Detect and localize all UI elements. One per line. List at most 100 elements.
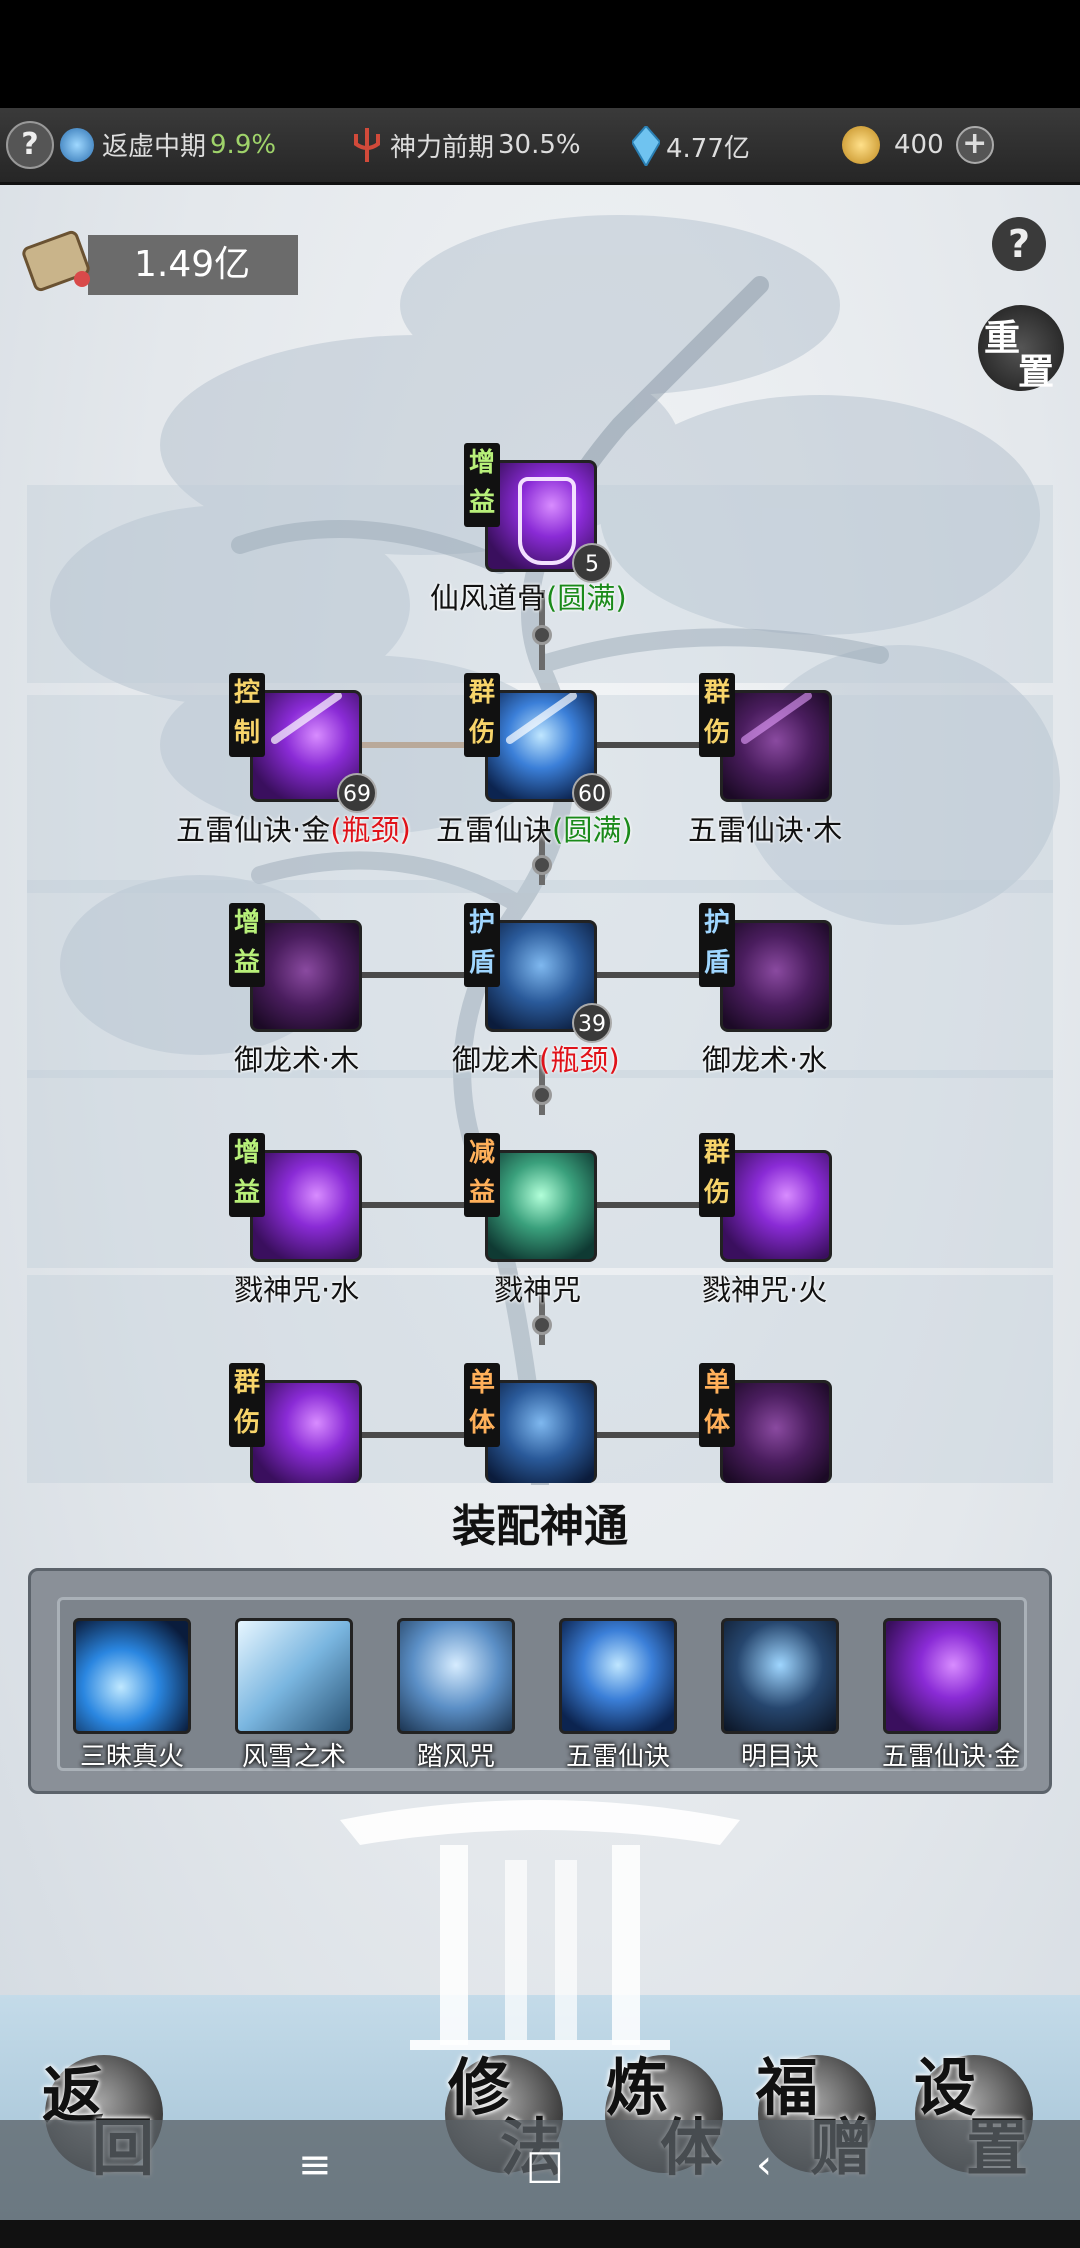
power-label: 神力前期 [390,132,495,163]
skill-node-row5-left[interactable] [250,1380,362,1483]
connector [360,1432,490,1438]
equip-slot[interactable]: 五雷仙诀 [558,1618,678,1773]
skill-tag: 控制 [229,673,265,757]
skill-tag: 减益 [464,1133,500,1217]
skill-label: 御龙术·水 [702,1037,827,1079]
menu-icon[interactable]: ≡ [298,2142,332,2188]
skill-tag: 群伤 [699,673,735,757]
main-area: 1.49亿 ? 重 置 增益 5 仙风道骨(圆满) 控制 69 五雷仙诀·金(瓶… [0,185,1080,2220]
nav-back-icon[interactable]: ‹ [756,2142,772,2188]
home-icon[interactable]: □ [526,2142,564,2188]
skill-node-yulong-shui[interactable] [720,920,832,1032]
skill-node-lushen-huo[interactable] [720,1150,832,1262]
skill-node-lushen-shui[interactable] [250,1150,362,1262]
equip-slots: 三昧真火 风雪之术 踏风咒 五雷仙诀 明目诀 五雷仙诀·金 [57,1597,1027,1773]
equip-slot-label: 五雷仙诀 [565,1742,670,1772]
equip-slot[interactable]: 三昧真火 [72,1618,192,1773]
trident-icon [354,128,380,162]
lightning-icon [503,693,579,746]
skill-level-badge: 60 [572,773,612,813]
skill-name: 仙风道骨 [430,581,547,615]
skill-status: (圆满) [552,813,633,847]
skill-label: 戮神咒 [494,1267,581,1309]
equip-slot[interactable]: 明目诀 [720,1618,840,1773]
reset-button[interactable]: 重 置 [978,305,1064,393]
skill-tag: 单体 [699,1363,735,1447]
equip-slot-label: 风雪之术 [241,1742,346,1772]
skill-tag: 增益 [229,903,265,987]
skill-tag: 护盾 [464,903,500,987]
gate-scenery [340,1800,740,2050]
connector [594,1202,722,1208]
skill-tag: 单体 [464,1363,500,1447]
settings-char-1: 设 [914,2051,977,2124]
reset-char-2: 置 [1018,351,1055,393]
skill-status: (圆满) [546,581,627,615]
add-coin-button[interactable]: + [955,126,994,164]
crystal-stat: 4.77亿 [632,126,750,166]
equip-slot[interactable]: 风雪之术 [234,1618,354,1773]
skill-tag: 护盾 [699,903,735,987]
shield-icon [518,477,576,565]
skill-label: 五雷仙诀·金(瓶颈) [176,807,411,849]
connector [360,742,490,748]
skill-name: 五雷仙诀 [436,813,553,847]
fireball-icon [73,1618,191,1734]
yin-yang-icon [60,127,94,162]
cultivate-char-1: 修 [448,2051,511,2124]
connector-knot [532,1315,552,1335]
connector [594,972,722,978]
equip-slot[interactable]: 踏风咒 [396,1618,516,1773]
skill-tag: 群伤 [464,673,500,757]
skill-name: 戮神咒·火 [702,1273,828,1307]
crystal-value: 4.77亿 [666,133,750,164]
skill-level-badge: 39 [572,1003,612,1043]
skill-node-xianfeng-daogu[interactable] [485,460,597,572]
back-char-1: 返 [42,2059,105,2132]
skill-tag: 增益 [229,1133,265,1217]
scroll-resource: 1.49亿 [18,230,298,295]
skill-node-lushen[interactable] [485,1150,597,1262]
skill-label: 五雷仙诀·木 [688,807,842,849]
coin-stat: 400 + [842,126,994,164]
skill-name: 御龙术·木 [234,1043,360,1077]
skill-name: 御龙术·水 [702,1043,828,1077]
equip-slot-label: 踏风咒 [416,1742,495,1772]
skill-node-row5-center[interactable] [485,1380,597,1483]
skill-tag: 群伤 [699,1133,735,1217]
gift-char-1: 福 [756,2051,819,2124]
connector [594,1432,722,1438]
help-button[interactable]: ? [6,121,54,169]
skill-name: 戮神咒 [494,1273,582,1307]
skill-node-wulei-mu[interactable] [720,690,832,802]
skill-label: 五雷仙诀(圆满) [436,807,633,849]
lightning-icon [738,693,814,746]
skill-label: 御龙术(瓶颈) [452,1037,620,1079]
connector [594,742,722,748]
skill-name: 戮神咒·水 [234,1273,360,1307]
thunder-icon [559,1618,677,1734]
crystal-icon [632,126,660,166]
skill-label: 戮神咒·火 [702,1267,827,1309]
realm-label: 返虚中期 [102,132,207,162]
purple-lightning-icon [883,1618,1001,1734]
skill-level-badge: 69 [337,773,377,813]
skill-name: 五雷仙诀·金 [176,813,331,847]
glowing-eyes-icon [721,1618,839,1734]
scroll-value: 1.49亿 [88,235,298,295]
top-black-bar [0,0,1080,108]
equip-panel: 三昧真火 风雪之术 踏风咒 五雷仙诀 明目诀 五雷仙诀·金 [28,1568,1052,1794]
coin-value: 400 [894,130,944,160]
skill-status: (瓶颈) [330,813,411,847]
skill-node-yulong-mu[interactable] [250,920,362,1032]
bottom-black-bar [0,2220,1080,2248]
equip-slot[interactable]: 五雷仙诀·金 [882,1618,1020,1773]
skill-label: 戮神咒·水 [234,1267,359,1309]
ice-shard-icon [235,1618,353,1734]
skill-level-badge: 5 [572,543,612,583]
skill-node-row5-right[interactable] [720,1380,832,1483]
power-stat: 神力前期 30.5% [350,126,581,164]
realm-stat: 返虚中期 9.9% [60,126,276,163]
connector-knot [532,1085,552,1105]
tree-help-button[interactable]: ? [992,217,1046,271]
